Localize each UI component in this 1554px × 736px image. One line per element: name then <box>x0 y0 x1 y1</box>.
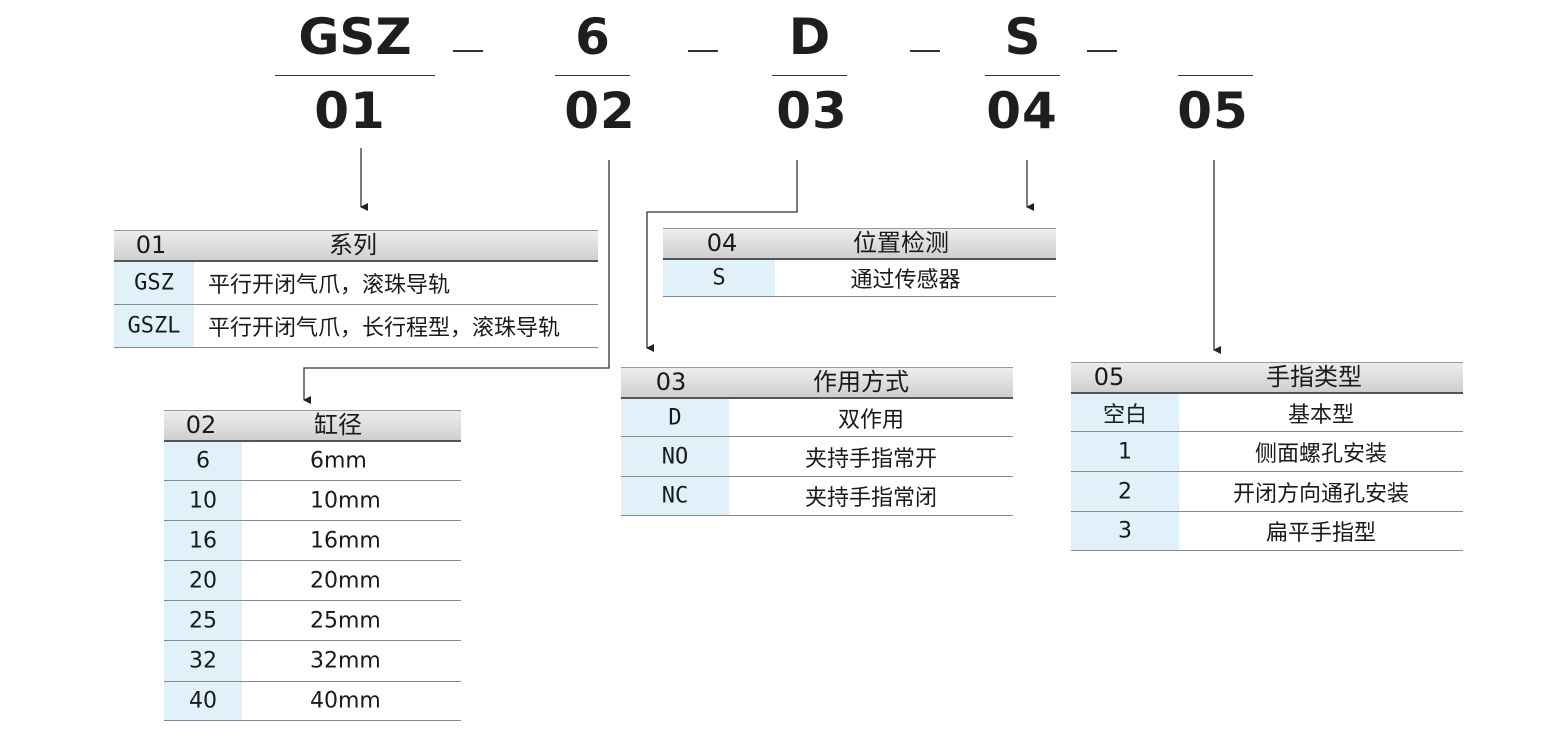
code-underline <box>1178 75 1253 76</box>
code-action: D <box>788 8 831 66</box>
row-code: GSZ <box>134 270 174 296</box>
row-desc: 10mm <box>310 488 381 513</box>
separator-dash <box>688 50 718 52</box>
row-desc: 扁平手指型 <box>1265 521 1376 546</box>
arrow-02 <box>303 160 610 404</box>
row-code: 20 <box>189 568 217 593</box>
row-code: GSZL <box>127 313 181 339</box>
table-header: 03 作用方式 <box>621 367 1013 399</box>
table-number: 04 <box>706 229 738 257</box>
row-desc: 通过传感器 <box>850 268 961 293</box>
table-row: 6 6mm <box>164 442 461 481</box>
row-code: 1 <box>1118 439 1132 464</box>
table-action: 03 作用方式 D 双作用 NO 夹持手指常开 NC 夹持手指常闭 <box>621 367 1013 516</box>
table-row: 32 32mm <box>164 641 461 682</box>
row-code: 空白 <box>1102 402 1147 428</box>
row-code: 10 <box>189 488 217 513</box>
code-sensor: S <box>1004 8 1041 66</box>
table-header: 02 缸径 <box>164 410 461 442</box>
table-title: 位置检测 <box>853 229 949 257</box>
code-bore: 6 <box>575 8 610 66</box>
row-code: 3 <box>1118 518 1132 544</box>
table-number: 05 <box>1093 363 1125 391</box>
row-desc: 双作用 <box>837 407 904 433</box>
row-desc: 侧面螺孔安装 <box>1254 441 1387 467</box>
table-row: 空白 基本型 <box>1071 394 1463 432</box>
table-number: 02 <box>185 411 217 439</box>
position-03: 03 <box>776 82 848 140</box>
row-desc: 32mm <box>310 648 381 674</box>
table-row: NC 夹持手指常闭 <box>621 477 1013 516</box>
row-code: 40 <box>189 688 217 714</box>
table-row: 16 16mm <box>164 521 461 561</box>
table-row: 40 40mm <box>164 682 461 721</box>
row-desc: 夹持手指常开 <box>804 446 937 472</box>
table-finger: 05 手指类型 空白 基本型 1 侧面螺孔安装 2 开闭方向通孔安装 3 扁平手… <box>1071 362 1463 551</box>
table-row: 25 25mm <box>164 601 461 641</box>
row-desc: 20mm <box>310 568 381 593</box>
table-title: 缸径 <box>314 411 362 439</box>
table-row: 20 20mm <box>164 561 461 601</box>
code-series: GSZ <box>298 8 412 66</box>
table-bore: 02 缸径 6 6mm 10 10mm 16 16mm 20 20mm 25 2… <box>164 410 461 721</box>
code-underline <box>555 75 630 76</box>
table-number: 03 <box>655 368 687 396</box>
table-sensor: 04 位置检测 S 通过传感器 <box>663 228 1056 297</box>
row-desc: 16mm <box>310 528 381 553</box>
row-desc: 40mm <box>310 688 381 714</box>
row-code: 32 <box>189 648 217 674</box>
row-code: 16 <box>189 528 217 553</box>
table-row: S 通过传感器 <box>663 260 1056 297</box>
row-desc: 平行开闭气爪，长行程型，滚珠导轨 <box>208 316 561 341</box>
row-desc: 开闭方向通孔安装 <box>1232 481 1409 507</box>
separator-dash <box>453 50 483 52</box>
table-row: GSZL 平行开闭气爪，长行程型，滚珠导轨 <box>114 305 598 348</box>
row-desc: 平行开闭气爪，滚珠导轨 <box>208 273 451 298</box>
separator-dash <box>910 50 940 52</box>
table-header: 01 系列 <box>114 230 598 262</box>
table-header: 05 手指类型 <box>1071 362 1463 394</box>
row-code: D <box>668 405 682 430</box>
table-title: 系列 <box>329 231 377 259</box>
row-desc: 25mm <box>310 608 381 633</box>
arrow-03 <box>646 160 798 352</box>
row-code: NO <box>661 444 689 469</box>
table-row: 10 10mm <box>164 481 461 521</box>
table-row: NO 夹持手指常开 <box>621 437 1013 477</box>
code-underline <box>985 75 1060 76</box>
row-desc: 夹持手指常闭 <box>804 486 937 511</box>
position-05: 05 <box>1177 82 1249 140</box>
row-code: 2 <box>1118 479 1132 504</box>
separator-dash <box>1087 50 1117 52</box>
table-series: 01 系列 GSZ 平行开闭气爪，滚珠导轨 GSZL 平行开闭气爪，长行程型，滚… <box>114 230 598 348</box>
code-underline <box>275 75 435 76</box>
table-row: D 双作用 <box>621 399 1013 437</box>
table-row: 3 扁平手指型 <box>1071 512 1463 551</box>
table-header: 04 位置检测 <box>663 228 1056 260</box>
row-desc: 6mm <box>310 448 367 474</box>
table-number: 01 <box>135 231 167 259</box>
table-row: 1 侧面螺孔安装 <box>1071 432 1463 472</box>
table-row: GSZ 平行开闭气爪，滚珠导轨 <box>114 262 598 305</box>
row-code: NC <box>661 483 689 509</box>
table-row: 2 开闭方向通孔安装 <box>1071 472 1463 512</box>
code-underline <box>772 75 847 76</box>
position-04: 04 <box>986 82 1058 140</box>
position-01: 01 <box>314 82 386 140</box>
table-title: 手指类型 <box>1266 363 1362 391</box>
row-code: 6 <box>196 448 210 474</box>
row-code: 25 <box>189 608 217 633</box>
row-desc: 基本型 <box>1287 402 1354 428</box>
row-code: S <box>712 265 726 291</box>
position-02: 02 <box>564 82 636 140</box>
table-title: 作用方式 <box>813 368 909 396</box>
